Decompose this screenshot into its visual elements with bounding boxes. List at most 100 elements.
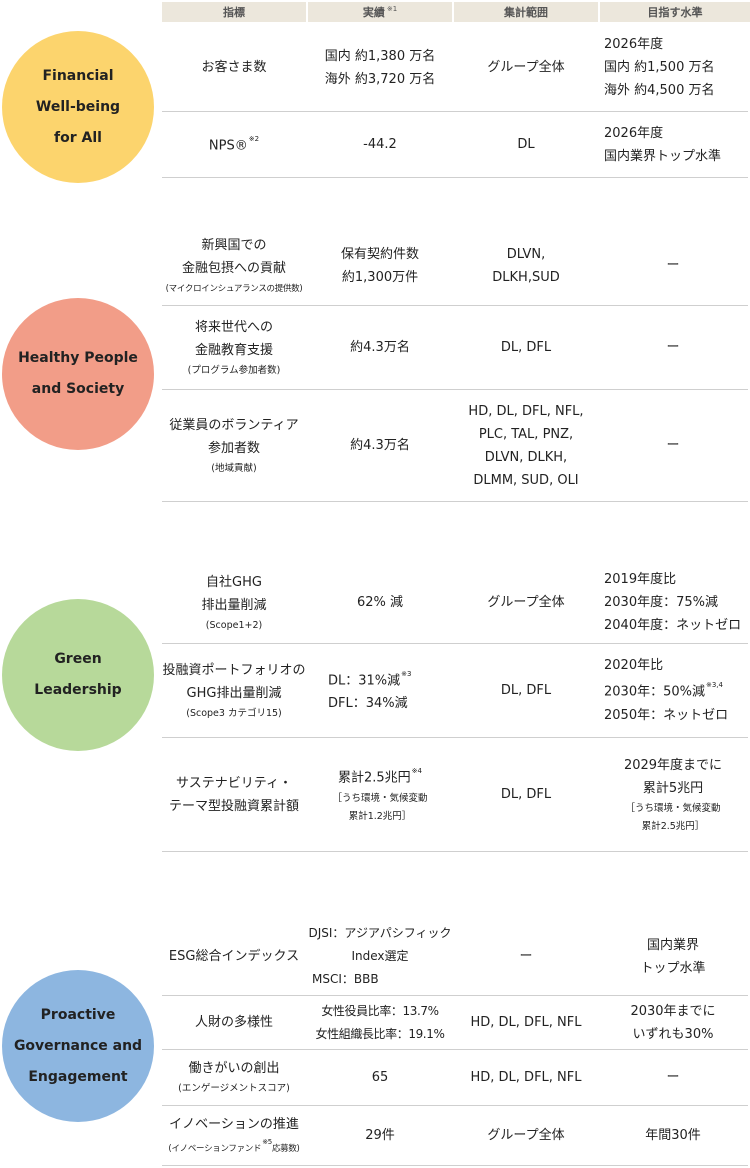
- scope-text: グループ全体: [487, 1128, 565, 1143]
- table-row-nps: NPS®※2 -44.2 DL 2026年度国内業界トップ水準: [162, 112, 748, 178]
- table-row-diversity: 人財の多様性 女性役員比率：13.7%女性組織長比率：19.1% HD, DL,…: [162, 996, 748, 1050]
- result-cell: 女性役員比率：13.7%女性組織長比率：19.1%: [306, 996, 454, 1049]
- table-row-volunteer: 従業員のボランティア参加者数(地域貢献) 約4.3万名 HD, DL, DFL,…: [162, 390, 748, 502]
- indicator-text: サステナビリティ・: [176, 775, 292, 791]
- scope-text: PLC, TAL, PNZ,: [478, 426, 574, 442]
- target-cell: 年間30件: [598, 1106, 748, 1165]
- indicator-note: ※5: [262, 1138, 272, 1147]
- target-text: 2029年度までに: [623, 757, 723, 773]
- scope-cell: グループ全体: [454, 1106, 598, 1165]
- scope-text: HD, DL, DFL, NFL,: [468, 403, 584, 419]
- scope-text: DLVN,: [506, 246, 546, 262]
- result-cell: 保有契約件数約1,300万件: [306, 226, 454, 305]
- result-cell: 約4.3万名: [306, 390, 454, 501]
- target-cell: 2026年度国内業界トップ水準: [598, 112, 748, 177]
- scope-text: HD, DL, DFL, NFL: [470, 1070, 582, 1085]
- target-label: 2030年：50%減: [604, 684, 705, 700]
- indicator-text: GHG排出量削減: [186, 685, 282, 701]
- result-text: DJSI：アジアパシフィック: [308, 926, 452, 940]
- target-text: 2020年比: [604, 658, 664, 674]
- result-text: DL：31%減※3: [328, 666, 411, 692]
- result-text: 女性組織長比率：19.1%: [315, 1026, 445, 1041]
- result-label: DL：31%減: [328, 673, 401, 689]
- indicator-text: 参加者数: [207, 440, 260, 456]
- result-subtext: ［うち環境・気候変動: [332, 792, 428, 804]
- theme-line: for All: [54, 129, 102, 146]
- scope-cell: DLVN,DLKH,SUD: [454, 226, 598, 305]
- target-cell: ー: [598, 226, 748, 305]
- indicator-text: 新興国での: [201, 237, 267, 253]
- result-text: 約1,300万件: [341, 269, 419, 285]
- indicator-subtext: (プログラム参加者数): [187, 364, 281, 376]
- scope-cell: グループ全体: [454, 24, 598, 111]
- header-result: 実績※1: [308, 2, 452, 22]
- scope-cell: DL, DFL: [454, 644, 598, 737]
- scope-text: DL: [517, 137, 535, 152]
- result-text: DFL：34%減: [328, 696, 408, 712]
- indicator-text: テーマ型投融資累計額: [168, 798, 299, 814]
- indicator-note: ※2: [248, 135, 260, 144]
- target-text: 国内業界トップ水準: [604, 148, 722, 164]
- target-text: ー: [666, 1070, 680, 1085]
- theme-line: and Society: [31, 381, 125, 397]
- table-row-customers: お客さま数 国内 約1,380 万名海外 約3,720 万名 グループ全体 20…: [162, 24, 748, 112]
- scope-cell: HD, DL, DFL, NFL: [454, 1050, 598, 1105]
- result-cell: 29件: [306, 1106, 454, 1165]
- scope-cell: グループ全体: [454, 562, 598, 643]
- header-scope-label: 集計範囲: [504, 6, 548, 19]
- indicator-text: 金融教育支援: [194, 342, 273, 358]
- target-text: 2030年までに: [630, 1003, 716, 1019]
- table-row-sustainability: サステナビリティ・テーマ型投融資累計額 累計2.5兆円※4［うち環境・気候変動累…: [162, 738, 748, 852]
- result-text: 海外 約3,720 万名: [324, 71, 436, 87]
- target-text: 2026年度: [604, 125, 664, 141]
- indicator-cell: お客さま数: [162, 24, 306, 111]
- table-row-ghg-portfolio: 投融資ポートフォリオの GHG排出量削減 (Scope3 カテゴリ15) DL：31…: [162, 644, 748, 738]
- table-row-engagement: 働きがいの創出(エンゲージメントスコア) 65 HD, DL, DFL, NFL…: [162, 1050, 748, 1106]
- theme-line: Proactive: [40, 1006, 116, 1023]
- result-text: 29件: [365, 1128, 395, 1143]
- indicator-subtext: (Scope3 カテゴリ15): [186, 707, 282, 719]
- theme-line: Leadership: [34, 682, 122, 698]
- indicator-sublabel: 応募数): [271, 1143, 300, 1154]
- target-cell: 2020年比 2030年：50%減※3,4 2050年：ネットゼロ: [598, 644, 748, 737]
- target-cell: 2029年度までに累計5兆円［うち環境・気候変動累計2.5兆円］: [598, 738, 748, 851]
- result-text: -44.2: [363, 137, 397, 152]
- scope-text: グループ全体: [487, 60, 565, 75]
- target-subtext: 累計2.5兆円］: [641, 820, 705, 832]
- indicator-text: 金融包摂への貢献: [181, 260, 286, 276]
- result-note: ※4: [411, 767, 422, 776]
- indicator-text: 投融資ポートフォリオの: [162, 662, 306, 678]
- target-cell: ー: [598, 1050, 748, 1105]
- theme-line: Green: [54, 651, 102, 667]
- scope-text: DL, DFL: [500, 340, 552, 355]
- indicator-text: 自社GHG: [206, 574, 262, 590]
- target-text: 累計5兆円: [642, 780, 704, 796]
- indicator-text: ESG総合インデックス: [168, 949, 300, 964]
- target-text: ー: [666, 258, 680, 273]
- indicator-cell: 新興国での金融包摂への貢献 (マイクロインシュアランスの提供数): [162, 226, 306, 305]
- theme-line: Financial: [42, 67, 114, 84]
- theme-line: Healthy People: [18, 350, 138, 366]
- header-target: 目指す水準: [600, 2, 750, 22]
- target-text: 2050年：ネットゼロ: [604, 707, 729, 723]
- result-text: 62% 減: [356, 595, 404, 610]
- indicator-text: 従業員のボランティア: [169, 417, 299, 433]
- indicator-text: イノベーションの推進: [169, 1117, 299, 1133]
- indicator-cell: 投融資ポートフォリオの GHG排出量削減 (Scope3 カテゴリ15): [162, 644, 306, 737]
- theme-healthy-people: Healthy People and Society: [2, 298, 154, 450]
- header-indicator: 指標: [162, 2, 306, 22]
- indicator-text: 人財の多様性: [194, 1015, 273, 1030]
- indicator-subtext: (マイクロインシュアランスの提供数): [165, 283, 303, 294]
- scope-cell: DL, DFL: [454, 738, 598, 851]
- result-text: MSCI：BBB: [312, 972, 379, 986]
- theme-line: Engagement: [28, 1068, 128, 1085]
- target-text: 2030年：50%減※3,4: [604, 677, 723, 703]
